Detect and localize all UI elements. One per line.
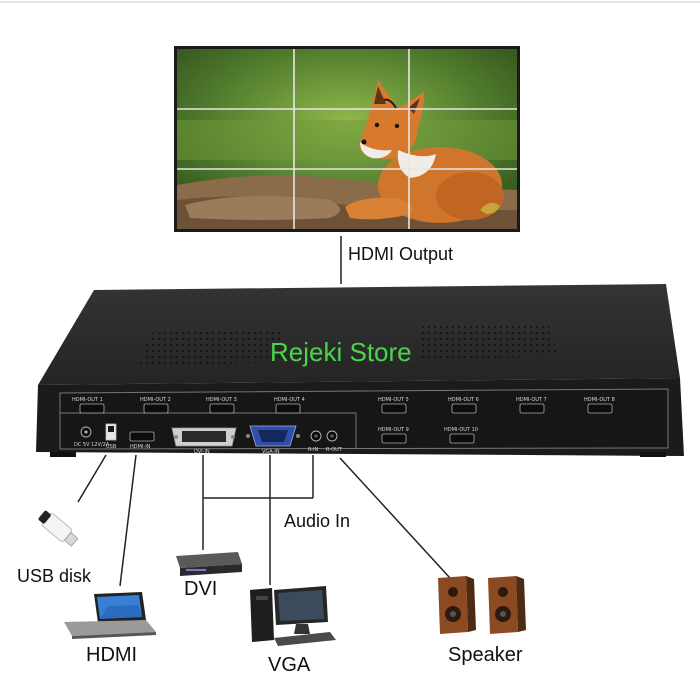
- desktop-computer-icon: [250, 586, 336, 646]
- hdmi-out-port: HDMI-OUT 2: [140, 397, 171, 413]
- svg-text:HDMI-OUT 4: HDMI-OUT 4: [274, 397, 305, 403]
- svg-text:DC 5V 12V/2A: DC 5V 12V/2A: [74, 442, 110, 448]
- vga-label: VGA: [268, 654, 310, 677]
- video-wall: [174, 46, 520, 232]
- speaker-left: [438, 576, 476, 634]
- dvi-label: DVI: [184, 578, 217, 601]
- vent-grille-left: [138, 329, 284, 366]
- speakers-icon: [438, 576, 526, 634]
- watermark: Rejeki Store: [270, 337, 412, 368]
- speaker-label: Speaker: [448, 644, 523, 667]
- svg-text:HDMI-OUT 7: HDMI-OUT 7: [516, 397, 547, 403]
- svg-text:HDMI-OUT 1: HDMI-OUT 1: [72, 397, 103, 403]
- hdmi-output-label: HDMI Output: [348, 244, 453, 265]
- svg-text:HDMI-OUT 3: HDMI-OUT 3: [206, 397, 237, 403]
- video-wall-image: [177, 49, 517, 229]
- hdmi-out-port: HDMI-OUT 8: [584, 397, 615, 413]
- hdmi-label: HDMI: [86, 644, 137, 667]
- usb-disk-icon: [36, 508, 79, 548]
- svg-text:DVI-IN: DVI-IN: [194, 449, 210, 455]
- device-top: [38, 284, 680, 385]
- audio-in-label: Audio In: [284, 511, 350, 532]
- svg-text:VGA-IN: VGA-IN: [262, 449, 280, 455]
- laptop-icon: [64, 592, 156, 639]
- svg-text:R-OUT: R-OUT: [326, 447, 343, 453]
- svg-text:R-IN: R-IN: [308, 447, 319, 453]
- svg-text:HDMI-OUT 5: HDMI-OUT 5: [378, 397, 409, 403]
- connector-lines: [78, 455, 450, 586]
- hdmi-out-port: HDMI-OUT 4: [274, 397, 305, 413]
- hdmi-out-port: HDMI-OUT 6: [448, 397, 479, 413]
- svg-text:HDMI-OUT 10: HDMI-OUT 10: [444, 427, 478, 433]
- video-wall-controller: HDMI-OUT 1 HDMI-OUT 2 HDMI-OUT 3 HDMI-OU…: [36, 284, 684, 457]
- hdmi-out-port: HDMI-OUT 5: [378, 397, 409, 413]
- dvi-device-icon: [176, 552, 242, 576]
- hdmi-in-port: HDMI-IN: [130, 432, 154, 450]
- svg-text:USB: USB: [106, 444, 117, 450]
- speaker-right: [488, 576, 526, 634]
- svg-text:HDMI-OUT 9: HDMI-OUT 9: [378, 427, 409, 433]
- vent-grille-right: [418, 322, 558, 360]
- usb-port: USB: [106, 424, 117, 450]
- hdmi-out-port: HDMI-OUT 7: [516, 397, 547, 413]
- svg-text:HDMI-OUT 6: HDMI-OUT 6: [448, 397, 479, 403]
- svg-text:HDMI-OUT 8: HDMI-OUT 8: [584, 397, 615, 403]
- hdmi-out-port: HDMI-OUT 3: [206, 397, 237, 413]
- usb-disk-label: USB disk: [17, 566, 91, 587]
- svg-text:HDMI-OUT 2: HDMI-OUT 2: [140, 397, 171, 403]
- svg-text:HDMI-IN: HDMI-IN: [130, 444, 151, 450]
- hdmi-out-port: HDMI-OUT 9: [378, 427, 409, 443]
